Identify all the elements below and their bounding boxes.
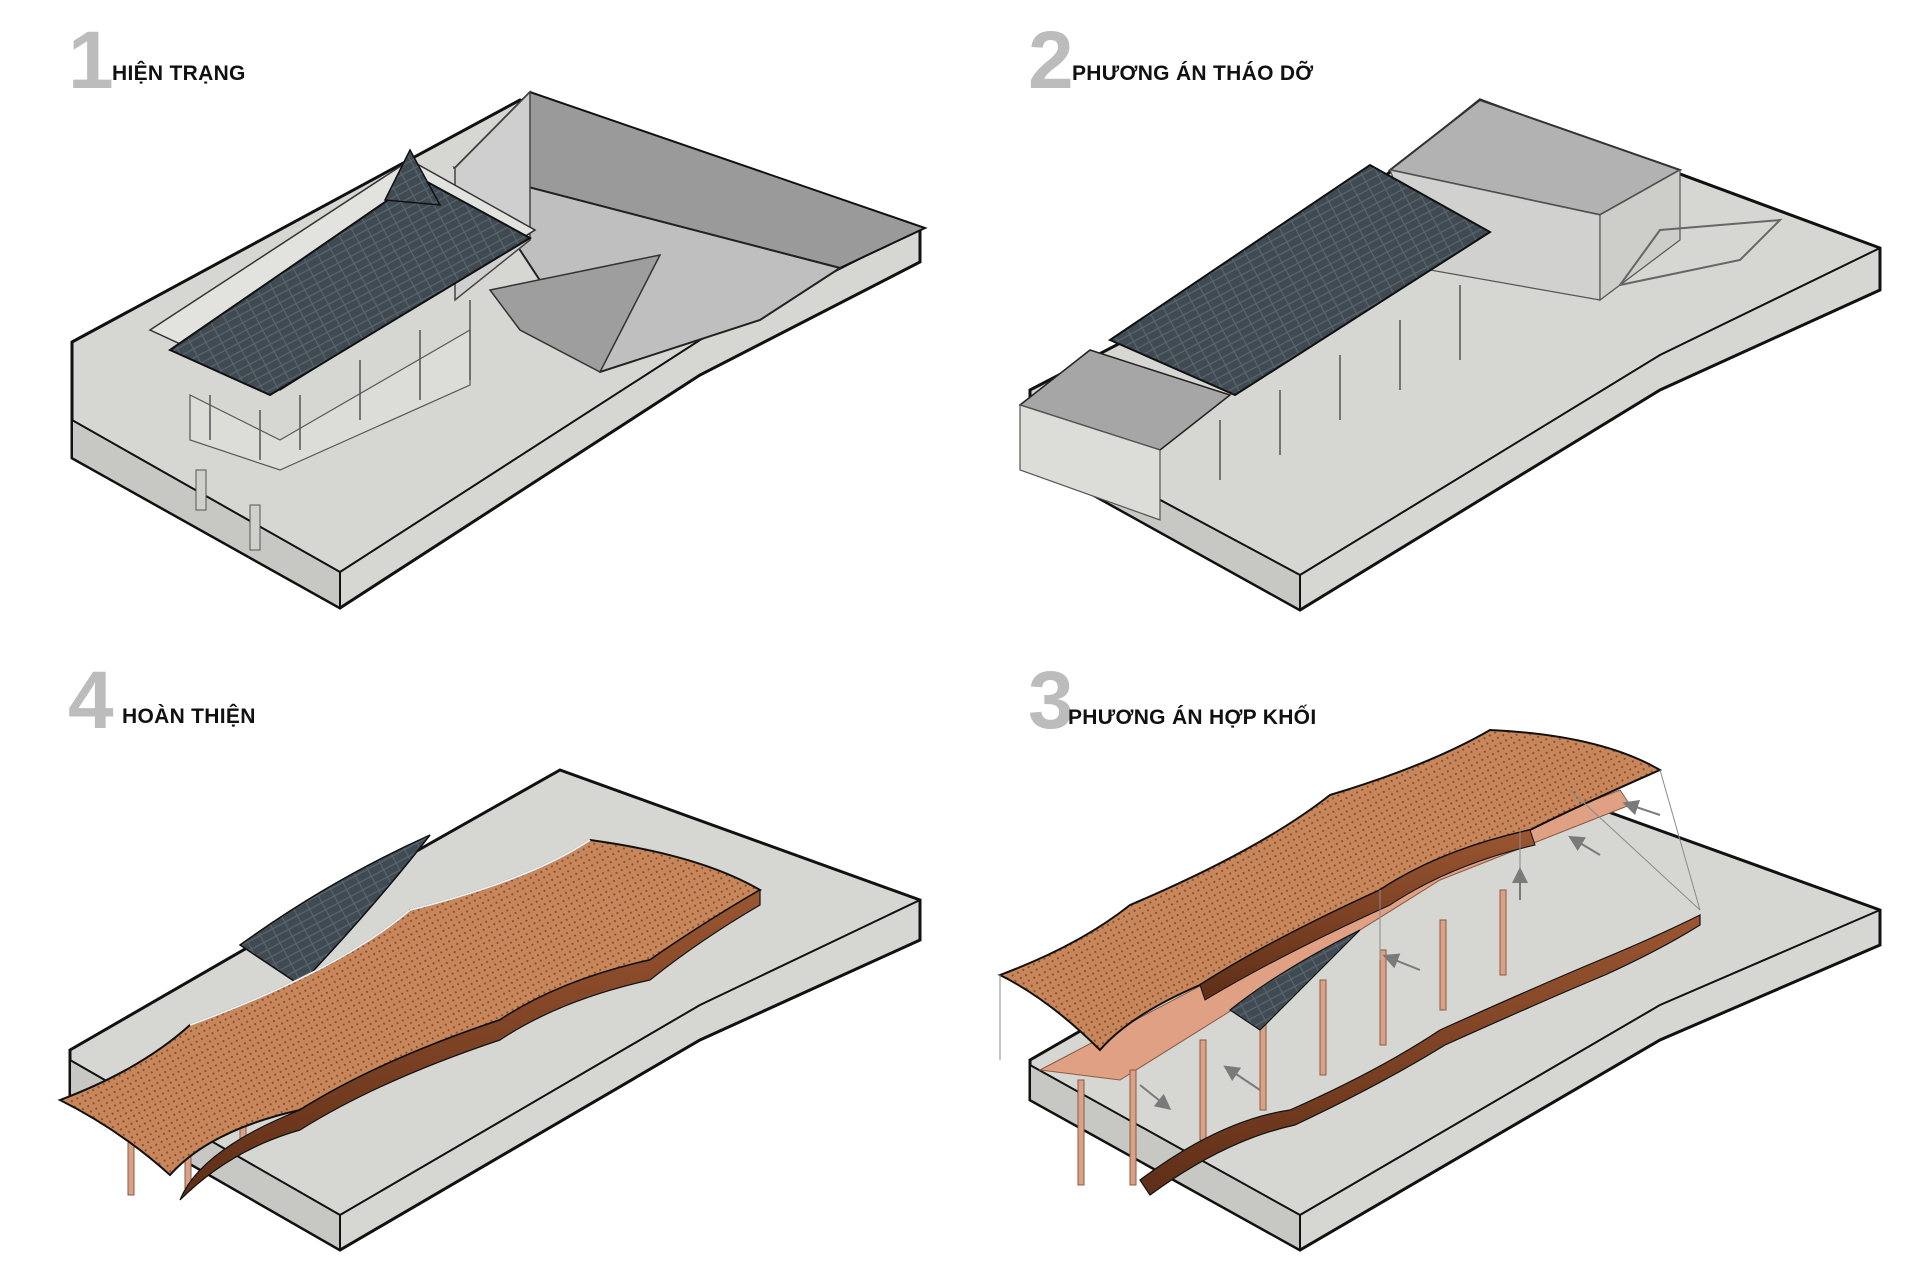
panel-step-1: 1 HIỆN TRẠNG [0, 0, 960, 640]
step-title: HOÀN THIỆN [122, 705, 256, 728]
axonometric-existing-condition [70, 90, 928, 610]
panel-step-4: 4 HOÀN THIỆN [0, 640, 960, 1280]
step-title: PHƯƠNG ÁN THÁO DỠ [1072, 62, 1314, 85]
step-number: 2 [1028, 15, 1074, 106]
axonometric-massing-plan [997, 728, 1882, 1252]
panel-step-3: 3 PHƯƠNG ÁN HỢP KHỐI [960, 640, 1920, 1280]
step-title: PHƯƠNG ÁN HỢP KHỐI [1068, 706, 1317, 729]
step-number: 3 [1028, 655, 1074, 746]
step-number: 4 [68, 655, 114, 746]
step-title: HIỆN TRẠNG [112, 62, 246, 85]
axonometric-completed-design [57, 768, 922, 1252]
axonometric-demolition-plan [1018, 98, 1882, 612]
step-number: 1 [68, 15, 114, 106]
panel-step-2: 2 PHƯƠNG ÁN THÁO DỠ [960, 0, 1920, 640]
